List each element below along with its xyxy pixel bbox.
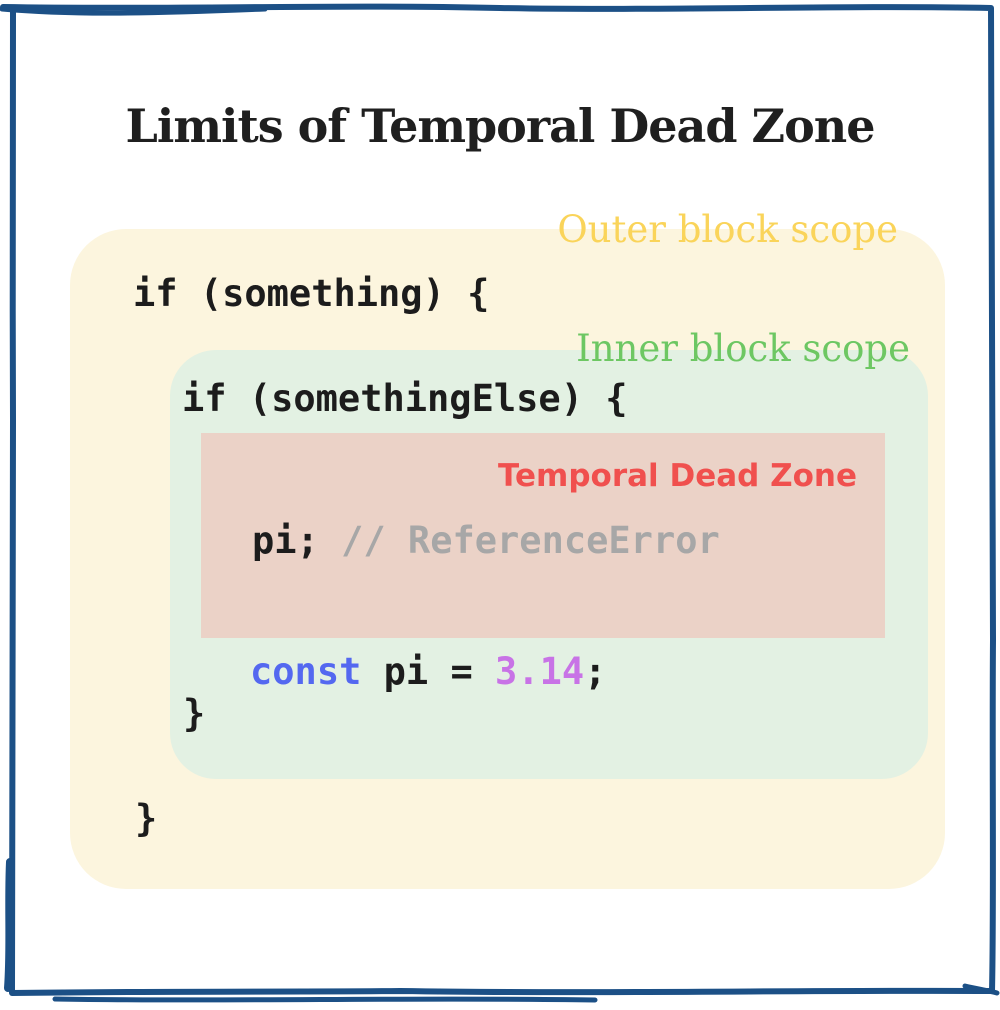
outer-closing-brace: }: [135, 797, 158, 840]
inner-if-statement: if (somethingElse) {: [182, 377, 628, 420]
temporal-dead-zone-box: Temporal Dead Zone pi; // ReferenceError: [201, 433, 885, 638]
outer-scope-label: Outer block scope: [557, 208, 898, 251]
page-title: Limits of Temporal Dead Zone: [125, 99, 876, 153]
outer-block-scope-box: Outer block scope if (something) { Inner…: [70, 210, 945, 889]
inner-closing-brace: }: [183, 692, 206, 735]
outer-if-statement: if (something) {: [133, 272, 490, 315]
pi-access-statement: pi;: [252, 519, 319, 562]
inner-scope-label: Inner block scope: [576, 327, 910, 370]
tdz-statement-line: pi; // ReferenceError: [252, 517, 720, 565]
operator-equals: =: [450, 650, 473, 693]
number-value: 3.14: [495, 650, 585, 693]
variable-pi: pi: [383, 650, 429, 693]
reference-error-comment: // ReferenceError: [341, 519, 720, 562]
keyword-const: const: [250, 650, 362, 693]
inner-block-scope-box: Inner block scope if (somethingElse) { T…: [170, 329, 928, 779]
tdz-label: Temporal Dead Zone: [498, 458, 857, 494]
semicolon: ;: [584, 650, 607, 693]
